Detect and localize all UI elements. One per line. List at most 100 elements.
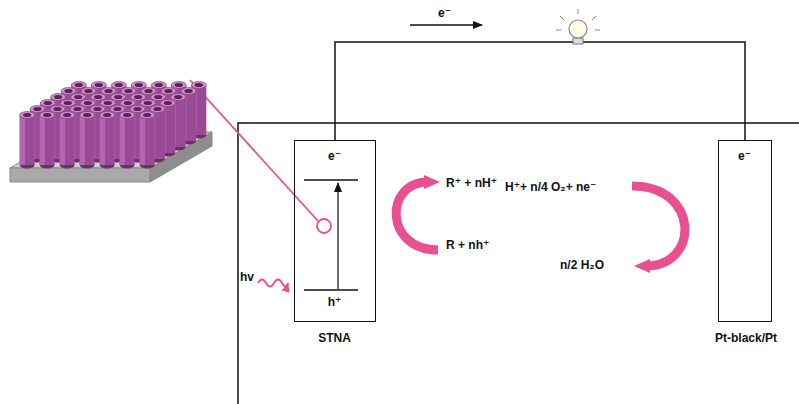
nanotube bbox=[100, 112, 115, 119]
electrode-label: STNA bbox=[318, 331, 351, 345]
nanotube bbox=[153, 107, 161, 111]
nanotube bbox=[123, 113, 131, 117]
nanotube bbox=[60, 115, 65, 165]
nanotube bbox=[75, 83, 83, 87]
nanotube bbox=[143, 113, 151, 117]
nanotube bbox=[160, 100, 175, 107]
nanotube bbox=[113, 107, 121, 111]
nanotube bbox=[171, 94, 186, 101]
nanotube bbox=[191, 82, 206, 89]
electron-arrow bbox=[410, 24, 482, 26]
reaction-product: R⁺ + nH⁺ bbox=[446, 176, 497, 190]
reduction-arrow bbox=[632, 186, 685, 266]
nanotube bbox=[60, 100, 75, 107]
nanotube bbox=[154, 95, 162, 99]
charge-label: e⁻ bbox=[738, 149, 751, 163]
nanotube bbox=[131, 94, 146, 101]
nanotube bbox=[114, 95, 122, 99]
nanotube bbox=[40, 100, 55, 107]
nanotube bbox=[83, 113, 91, 117]
nanotube bbox=[104, 101, 112, 105]
lamp-symbol bbox=[556, 9, 600, 44]
nanotube bbox=[121, 88, 136, 95]
nanotube bbox=[164, 101, 172, 105]
charge-label: h⁺ bbox=[328, 295, 342, 309]
nanotube bbox=[120, 100, 135, 107]
light-wave bbox=[258, 280, 288, 287]
nanotube bbox=[84, 101, 92, 105]
nanotube bbox=[171, 82, 186, 89]
nanotube bbox=[133, 107, 141, 111]
nanotube bbox=[93, 107, 101, 111]
nanotube bbox=[95, 83, 103, 87]
nanotube bbox=[20, 115, 35, 165]
nanotube bbox=[61, 88, 76, 95]
nanotube bbox=[90, 106, 105, 113]
nanotube bbox=[100, 115, 105, 165]
nanotube bbox=[80, 115, 95, 165]
nanotube bbox=[111, 82, 126, 89]
nanotube bbox=[20, 115, 25, 165]
nanotube bbox=[91, 94, 106, 101]
reaction-product: n/2 H₂O bbox=[560, 258, 604, 272]
nanotube bbox=[184, 89, 192, 93]
nanotube bbox=[74, 95, 82, 99]
nanotube bbox=[70, 106, 85, 113]
nanotube bbox=[44, 101, 52, 105]
nanotube bbox=[33, 107, 41, 111]
electrode-box: e⁻Pt-black/Pt bbox=[718, 140, 772, 322]
nanotube bbox=[91, 82, 106, 89]
nanotube bbox=[100, 100, 115, 107]
oxidation-arrow bbox=[396, 182, 438, 250]
nanotube bbox=[141, 88, 156, 95]
nanotube bbox=[63, 113, 71, 117]
nanotube bbox=[20, 112, 35, 119]
nanotube bbox=[120, 112, 135, 119]
nanotube bbox=[53, 107, 61, 111]
nanotube bbox=[51, 94, 66, 101]
nanotube bbox=[134, 95, 142, 99]
nanotube bbox=[174, 95, 182, 99]
nanotube bbox=[71, 94, 86, 101]
nanotube bbox=[60, 112, 75, 119]
nanotube bbox=[101, 88, 116, 95]
nanotube bbox=[84, 89, 92, 93]
nanotube bbox=[50, 106, 65, 113]
external-wire bbox=[335, 42, 745, 140]
nanotube bbox=[111, 94, 126, 101]
nanotube bbox=[81, 88, 96, 95]
nanotube bbox=[175, 83, 183, 87]
zoom-circle bbox=[317, 219, 331, 233]
electron-label: e⁻ bbox=[438, 6, 451, 20]
nanotube bbox=[73, 107, 81, 111]
nanotube bbox=[80, 115, 85, 165]
nanotube bbox=[103, 113, 111, 117]
nanotube bbox=[104, 89, 112, 93]
electrode-label: Pt-black/Pt bbox=[715, 331, 777, 345]
reaction-reactant: R + nh⁺ bbox=[446, 238, 489, 252]
nanotube bbox=[120, 115, 125, 165]
nanotube bbox=[80, 112, 95, 119]
nanotube bbox=[64, 101, 72, 105]
nanotube bbox=[195, 83, 203, 87]
nanotube bbox=[120, 115, 135, 165]
nanotube bbox=[110, 106, 125, 113]
nanotube bbox=[151, 82, 166, 89]
nanotube bbox=[40, 115, 45, 165]
nanotube bbox=[64, 89, 72, 93]
nanotube bbox=[115, 83, 123, 87]
nanotube bbox=[140, 115, 155, 165]
nanotube bbox=[140, 112, 155, 119]
cell-wall bbox=[238, 123, 799, 404]
nanotube bbox=[155, 83, 163, 87]
nanotube bbox=[124, 89, 132, 93]
nanotube bbox=[23, 113, 31, 117]
nanotube bbox=[124, 101, 132, 105]
nanotube bbox=[80, 100, 95, 107]
reaction-reactant: H⁺+ n/4 O₂+ ne⁻ bbox=[505, 180, 596, 194]
nanotube bbox=[43, 113, 51, 117]
light-label: hv bbox=[240, 270, 254, 284]
nanotube bbox=[151, 94, 166, 101]
charge-label: e⁻ bbox=[328, 149, 341, 163]
